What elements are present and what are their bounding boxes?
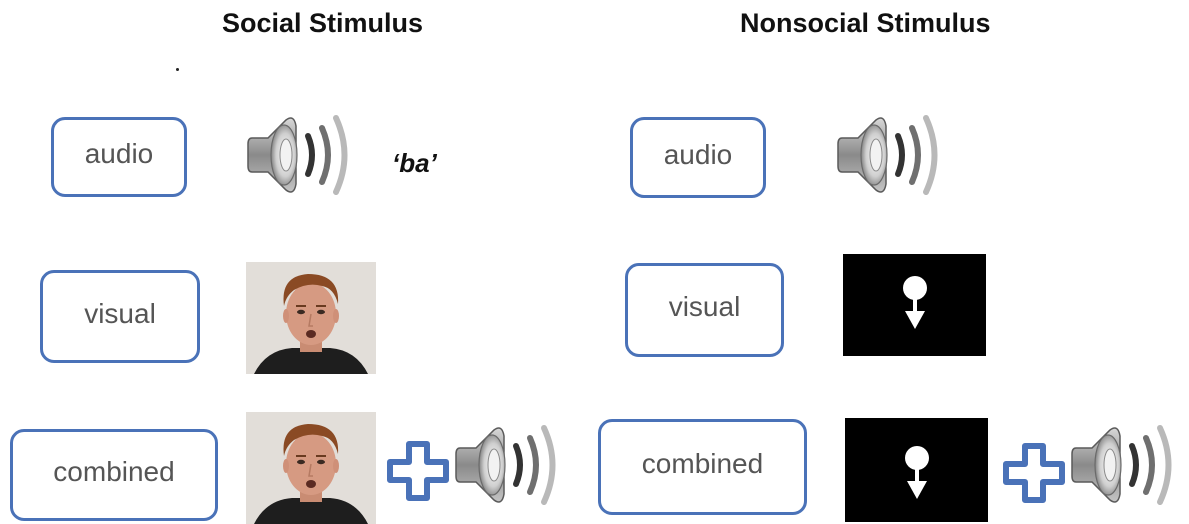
social-visual-label: visual (40, 270, 200, 363)
nonsocial-visual-label: visual (625, 263, 784, 357)
social-combined-label: combined (10, 429, 218, 521)
plus-icon (1003, 443, 1065, 503)
circle-arrow-stimulus (843, 254, 986, 356)
plus-icon (387, 441, 449, 501)
nonsocial-audio-label: audio (630, 117, 766, 198)
face-photo (246, 262, 376, 374)
social-stimulus-heading: Social Stimulus (222, 8, 424, 38)
stray-dot (176, 68, 179, 71)
speaker-icon (1070, 420, 1186, 510)
syllable-label: ‘ba’ (392, 148, 437, 178)
speaker-icon (454, 420, 570, 510)
speaker-icon (836, 110, 952, 200)
face-photo (246, 412, 376, 524)
speaker-icon (246, 110, 362, 200)
nonsocial-stimulus-heading: Nonsocial Stimulus (740, 8, 991, 38)
social-audio-label: audio (51, 117, 187, 197)
nonsocial-combined-label: combined (598, 419, 807, 515)
circle-arrow-stimulus (845, 418, 988, 522)
